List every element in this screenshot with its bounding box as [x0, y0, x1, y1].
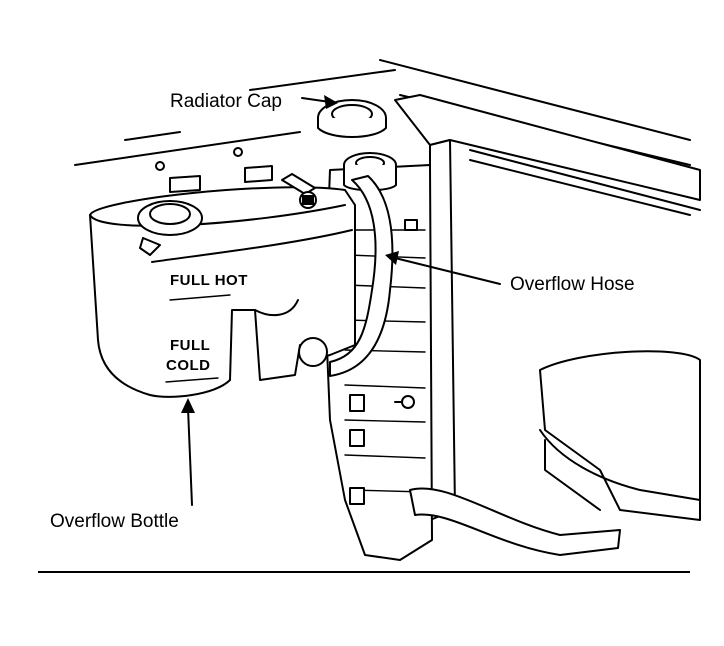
cold-marking: COLD — [166, 357, 211, 374]
bottle-cap-icon — [137, 200, 203, 256]
overflow-hose — [329, 175, 394, 377]
radiator-cap — [317, 99, 387, 138]
full-hot-marking: FULL HOT — [170, 272, 248, 289]
overflow-bottle-label: Overflow Bottle — [50, 511, 179, 532]
engine-outline — [539, 350, 701, 521]
lower-radiator-hose — [409, 487, 621, 556]
overflow-hose-label: Overflow Hose — [510, 274, 635, 295]
radiator-cap-label: Radiator Cap — [170, 91, 282, 112]
mounting-hardware — [155, 147, 317, 209]
full-marking: FULL — [170, 337, 210, 354]
callout-leaders — [181, 95, 501, 506]
overflow-bottle — [89, 186, 356, 398]
